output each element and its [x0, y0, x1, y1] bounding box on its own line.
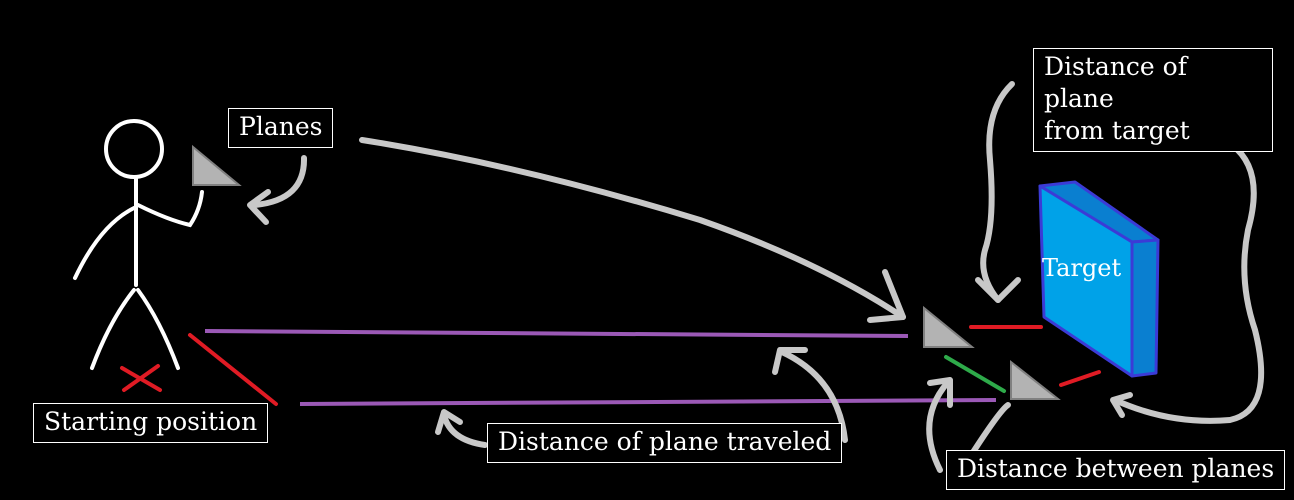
distance-to-target-line-lower: [1059, 370, 1101, 387]
arrow-from-target-right: [1110, 142, 1265, 424]
starting-position-label: Starting position: [33, 403, 269, 443]
planes-label: Planes: [228, 108, 334, 148]
arrow-planes-to-upper-plane: [359, 137, 906, 323]
travel-line-lower: [299, 398, 997, 406]
stick-figure-left-arm: [73, 206, 136, 280]
distance-between-planes-line: [944, 355, 1006, 393]
target-front-face: [1038, 184, 1134, 378]
target-label: Target: [1042, 254, 1122, 282]
arrow-traveled-to-lower-line: [435, 409, 488, 448]
plane-lower: [1010, 359, 1061, 400]
distance-between-planes-label: Distance between planes: [946, 450, 1286, 490]
distance-traveled-label: Distance of plane traveled: [487, 423, 843, 463]
arrow-from-target-left: [975, 81, 1021, 303]
arrow-planes-to-held-plane: [247, 155, 308, 225]
plane-held: [192, 144, 242, 186]
stick-figure-left-leg: [90, 288, 136, 370]
stick-figure-right-arm: [136, 190, 204, 228]
arrow-between-to-green-line: [926, 377, 953, 473]
stick-figure: [73, 119, 204, 370]
stick-figure-right-leg: [136, 288, 180, 370]
distance-from-target-label: Distance of plane from target: [1033, 48, 1273, 152]
distance-from-target-line2: from target: [1044, 116, 1190, 145]
stick-figure-head: [104, 119, 164, 179]
target-block: [1038, 180, 1160, 378]
plane-upper: [923, 305, 975, 348]
starting-position-marker: [120, 364, 162, 392]
start-offset-line: [188, 333, 278, 406]
target-side-face: [1130, 238, 1160, 378]
distance-from-target-line1: Distance of plane: [1044, 52, 1187, 113]
travel-line-upper: [204, 329, 909, 338]
arrow-traveled-to-upper-line: [772, 347, 848, 443]
